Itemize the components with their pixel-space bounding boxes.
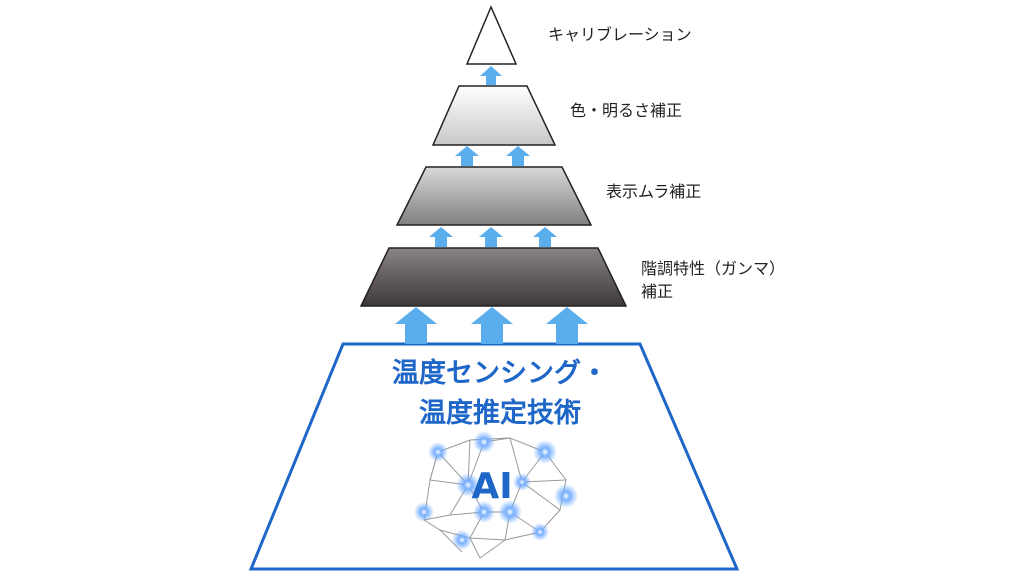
tier-color-brightness [431, 85, 557, 146]
tier-calibration [465, 5, 518, 65]
label-color-brightness: 色・明るさ補正 [570, 101, 683, 120]
tier-gamma [359, 247, 628, 307]
up-arrow-icon [506, 146, 530, 166]
up-arrow-icon [546, 307, 588, 344]
tier-display-unevenness [395, 166, 593, 226]
label-display-unevenness: 表示ムラ補正 [606, 182, 702, 201]
base-box [248, 342, 740, 571]
up-arrow-icon [533, 227, 557, 247]
up-arrow-icon [471, 307, 513, 344]
up-arrow-icon [429, 227, 453, 247]
base-title-line-1: 温度センシング・ [392, 358, 608, 389]
label-calibration: キャリブレーション [548, 25, 692, 44]
base-title-line-2: 温度推定技術 [419, 398, 581, 429]
neural-network-brain-icon [414, 431, 578, 559]
up-arrow-icon [479, 227, 503, 247]
ai-label: AI [471, 466, 513, 507]
label-gamma-line-1: 階調特性（ガンマ） [641, 259, 786, 278]
up-arrow-icon [395, 307, 437, 344]
up-arrow-icon [480, 66, 502, 85]
arrow-group [395, 66, 588, 344]
label-gamma-line-2: 補正 [641, 282, 674, 301]
up-arrow-icon [455, 146, 479, 166]
